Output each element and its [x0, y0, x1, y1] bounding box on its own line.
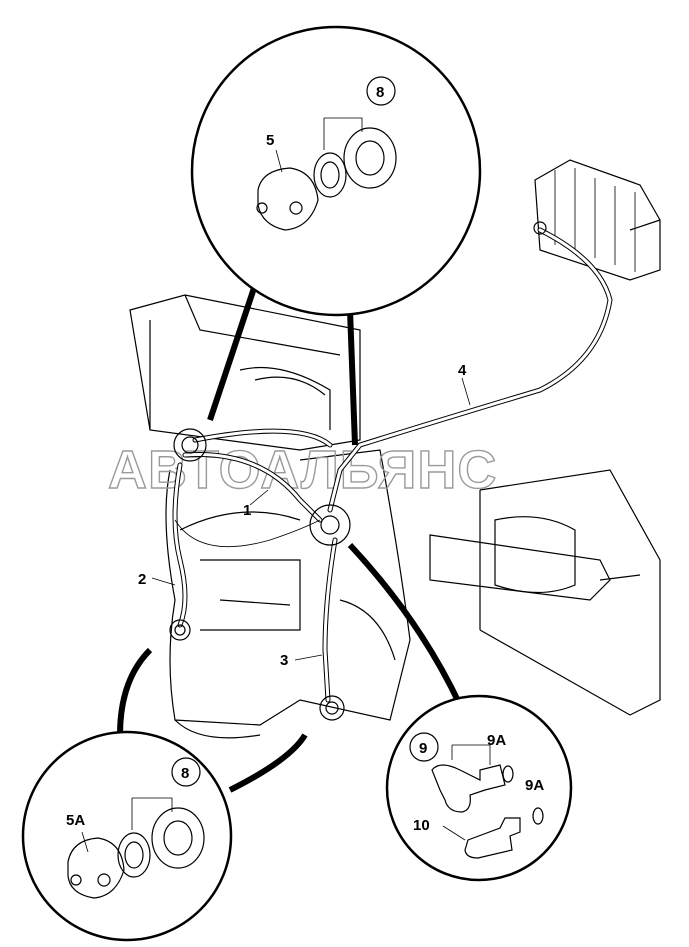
detail-circle-bottom-right — [385, 694, 573, 882]
callout-5a: 5A — [66, 812, 85, 829]
callout-3: 3 — [280, 652, 288, 669]
callout-4: 4 — [458, 362, 467, 379]
callout-9a-top: 9A — [487, 732, 506, 749]
callout-10: 10 — [413, 817, 430, 834]
callout-9a-bottom: 9A — [525, 777, 544, 794]
detail-circle-top — [190, 25, 482, 317]
fittings — [169, 221, 547, 721]
detail-circle-bottom-left — [21, 730, 233, 942]
callout-8-top: 8 — [376, 84, 384, 101]
callout-5: 5 — [266, 132, 274, 149]
zoom-leaders — [117, 284, 463, 793]
machine-frame — [129, 159, 661, 739]
callout-1: 1 — [243, 502, 251, 519]
callout-2: 2 — [138, 571, 146, 588]
watermark-text: АВТОАЛЬЯНС — [108, 440, 497, 500]
callout-8-bottom: 8 — [181, 765, 189, 782]
callout-leaders — [151, 377, 471, 661]
callout-9: 9 — [419, 740, 427, 757]
